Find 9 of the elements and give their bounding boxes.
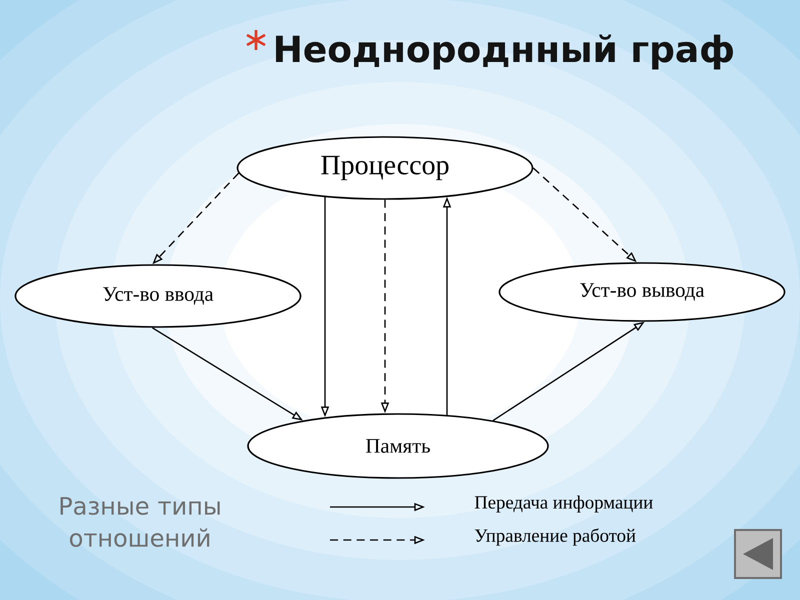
ellipse-node: Уст-во вывода [498, 262, 786, 322]
side-note: Разные типы отношений [60, 497, 220, 547]
legend-text: Передача информации [474, 496, 653, 512]
ellipse-node: Процессор [236, 136, 534, 200]
ellipse-node: Память [247, 413, 549, 479]
title: Неоднороднный граф [276, 34, 733, 70]
node-label: Уст-во вывода [580, 283, 704, 301]
ellipse-node: Уст-во ввода [14, 264, 302, 328]
legend-text: Управление работой [474, 528, 636, 546]
